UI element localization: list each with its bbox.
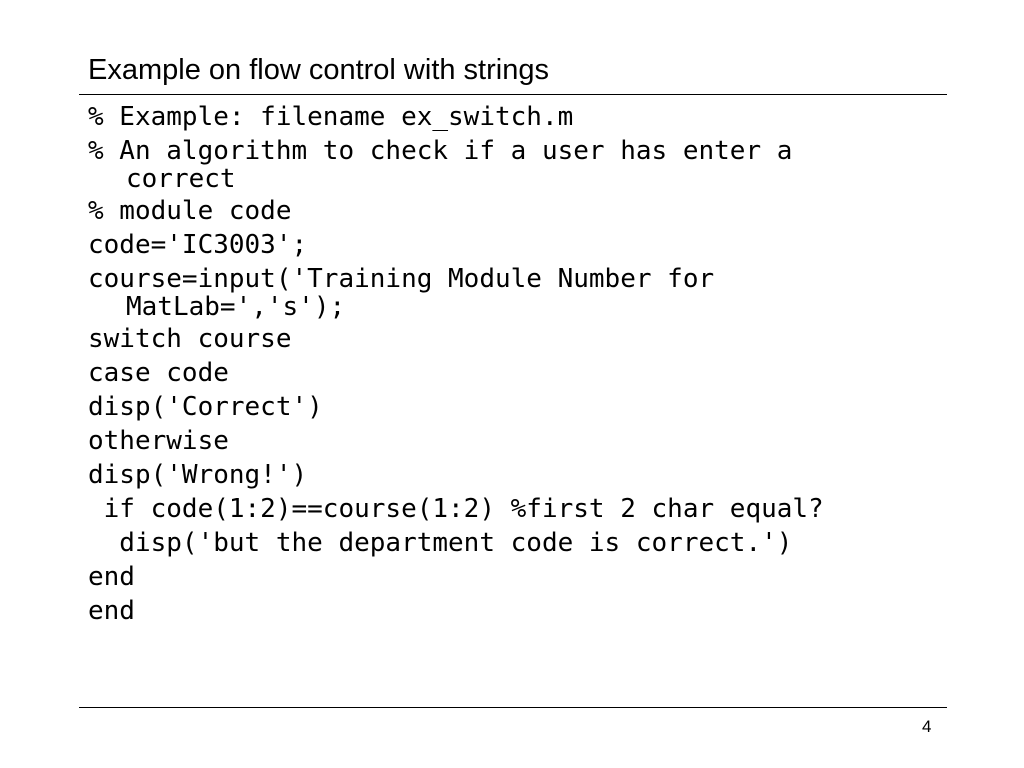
code-line-text: if code(1:2)==course(1:2) %first 2 char … [88, 494, 824, 524]
code-line: end [88, 562, 938, 592]
code-line-text: disp('but the department code is correct… [88, 528, 793, 558]
code-line: disp('Correct') [88, 392, 938, 422]
page-number: 4 [922, 717, 932, 736]
code-line-text: % module code [88, 196, 292, 226]
code-line: disp('but the department code is correct… [88, 528, 938, 558]
code-line-continuation: correct [126, 164, 236, 194]
code-line-text: % An algorithm to check if a user has en… [88, 136, 793, 166]
code-line-text: otherwise [88, 426, 229, 456]
code-line: otherwise [88, 426, 938, 456]
slide-title: Example on flow control with strings [88, 54, 549, 86]
code-line: % An algorithm to check if a user has en… [88, 136, 938, 192]
code-line: end [88, 596, 938, 626]
code-line: % module code [88, 196, 938, 226]
code-line-continuation: MatLab=','s'); [126, 292, 346, 322]
code-line-text: disp('Wrong!') [88, 460, 308, 490]
code-block: % Example: filename ex_switch.m % An alg… [88, 102, 938, 630]
code-line-text: % Example: filename ex_switch.m [88, 102, 574, 132]
code-line: % Example: filename ex_switch.m [88, 102, 938, 132]
code-line-text: end [88, 596, 135, 626]
title-divider [79, 94, 947, 95]
code-line-text: switch course [88, 324, 292, 354]
code-line: switch course [88, 324, 938, 354]
code-line: course=input('Training Module Number for… [88, 264, 938, 320]
code-line: case code [88, 358, 938, 388]
code-line-text: case code [88, 358, 229, 388]
code-line: disp('Wrong!') [88, 460, 938, 490]
footer-divider [79, 707, 947, 708]
code-line-text: course=input('Training Module Number for [88, 264, 715, 294]
code-line: if code(1:2)==course(1:2) %first 2 char … [88, 494, 938, 524]
code-line: code='IC3003'; [88, 230, 938, 260]
code-line-text: disp('Correct') [88, 392, 323, 422]
code-line-text: code='IC3003'; [88, 230, 308, 260]
code-line-text: end [88, 562, 135, 592]
